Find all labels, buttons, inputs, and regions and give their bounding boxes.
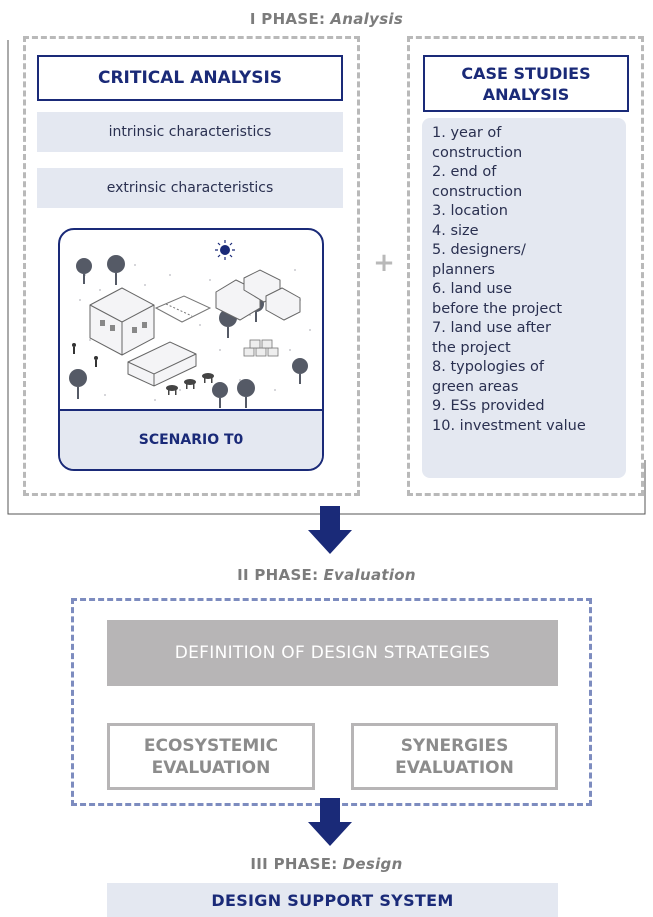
phase1-title: I PHASE: Analysis [0, 10, 653, 28]
case-studies-list-line: 5. designers/ [432, 242, 526, 258]
case-studies-list-line: construction [432, 183, 523, 200]
intrinsic-characteristics-item: intrinsic characteristics [37, 112, 343, 152]
scenario-label-text: SCENARIO T0 [138, 432, 244, 448]
case-studies-list-line: 8. typologies of [432, 359, 544, 375]
case-studies-list-line: 3. location [432, 203, 508, 219]
synergies-line2: EVALUATION [395, 757, 514, 778]
case-studies-list-line: construction [432, 144, 523, 161]
design-strategies-block: DEFINITION OF DESIGN STRATEGIES [107, 620, 558, 686]
case-studies-list-line: 1. year of [432, 125, 502, 141]
ecosystemic-line2: EVALUATION [151, 757, 271, 778]
phase2-label: II PHASE: [237, 566, 319, 584]
extrinsic-characteristics-item: extrinsic characteristics [37, 168, 343, 208]
case-studies-list-line: the project [432, 339, 511, 356]
phase1-label: I PHASE: [249, 10, 326, 28]
critical-analysis-title-text: CRITICAL ANALYSIS [97, 68, 283, 88]
phase2-title: II PHASE: Evaluation [0, 566, 653, 584]
case-studies-list-line: green areas [432, 378, 519, 395]
case-studies-title-line1: CASE STUDIES [461, 63, 591, 83]
ecosystemic-line1: ECOSYSTEMIC [143, 735, 279, 756]
design-strategies-text: DEFINITION OF DESIGN STRATEGIES [174, 643, 491, 663]
case-studies-title-line2: ANALYSIS [482, 84, 570, 104]
case-studies-frame [407, 36, 644, 496]
phase2-name: Evaluation [323, 566, 416, 584]
case-studies-title: CASE STUDIES ANALYSIS [423, 55, 629, 112]
case-studies-list-line: 10. investment value [432, 417, 586, 434]
design-support-system-text: DESIGN SUPPORT SYSTEM [211, 890, 454, 910]
case-studies-list: 1. year of construction 2. end of constr… [422, 118, 626, 478]
scenario-illustration [69, 240, 311, 408]
arrow-down-icon [308, 798, 352, 846]
case-studies-list-line: 9. ESs provided [432, 398, 545, 414]
critical-analysis-title: CRITICAL ANALYSIS [37, 55, 343, 101]
case-studies-list-line: 2. end of [432, 164, 497, 180]
plus-sign: + [373, 248, 395, 278]
design-support-system-bar: DESIGN SUPPORT SYSTEM [107, 883, 558, 917]
synergies-evaluation-box: SYNERGIES EVALUATION [351, 723, 558, 790]
critical-analysis-frame [23, 36, 360, 496]
scenario-label: SCENARIO T0 [60, 409, 322, 469]
case-studies-list-line: 4. size [432, 222, 479, 239]
phase3-name: Design [342, 855, 403, 873]
case-studies-list-line: 7. land use after [432, 320, 551, 336]
case-studies-list-line: before the project [432, 300, 563, 317]
phase1-name: Analysis [330, 10, 404, 28]
scenario-card: SCENARIO T0 [58, 228, 324, 471]
synergies-line1: SYNERGIES [400, 735, 509, 756]
case-studies-list-line: planners [432, 261, 495, 278]
ecosystemic-evaluation-box: ECOSYSTEMIC EVALUATION [107, 723, 315, 790]
arrow-down-icon [308, 506, 352, 554]
phase3-title: III PHASE: Design [0, 855, 653, 873]
case-studies-list-line: 6. land use [432, 281, 513, 297]
sun-icon [215, 240, 235, 260]
phase3-label: III PHASE: [250, 855, 338, 873]
